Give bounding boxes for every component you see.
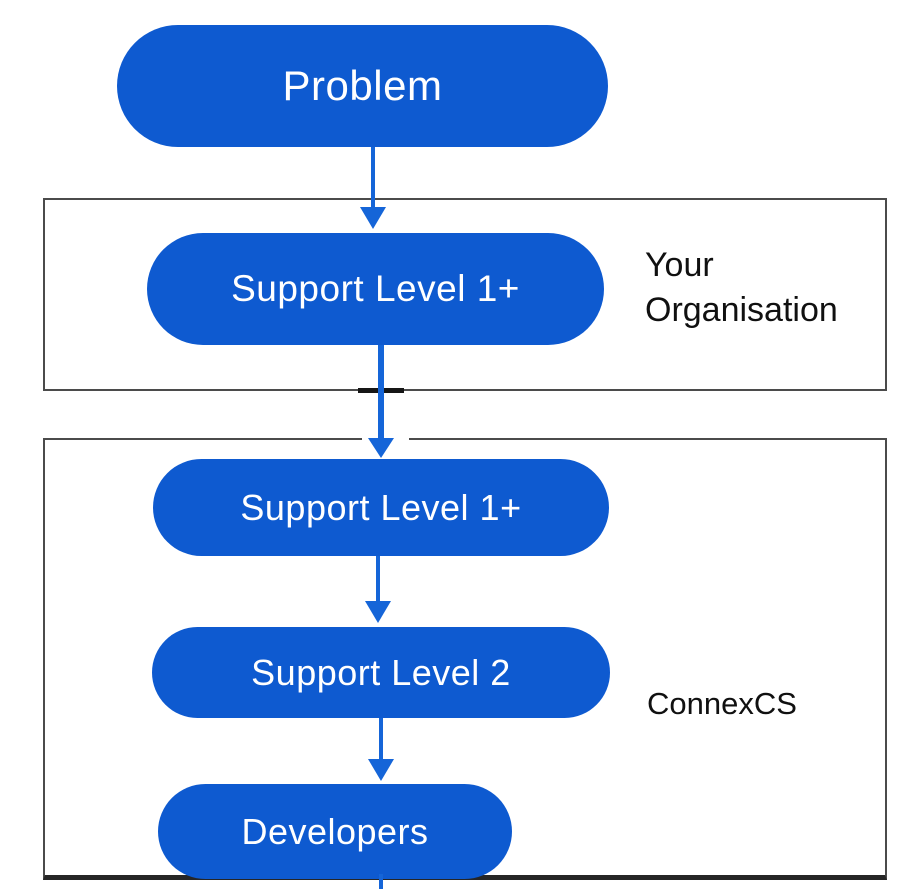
node-connexcs-support-level-1: Support Level 1+ — [153, 459, 609, 556]
arrow-head-icon — [365, 601, 391, 623]
developers-tail-line — [379, 874, 383, 889]
your-organisation-box — [43, 198, 887, 391]
arrow-shaft — [379, 718, 383, 759]
your-organisation-label: Your Organisation — [645, 243, 838, 333]
arrow-head-icon — [360, 207, 386, 229]
arrow-shaft — [371, 147, 375, 207]
node-developers: Developers — [158, 784, 512, 879]
your-organisation-label-line2: Organisation — [645, 291, 838, 329]
node-connexcs-support-level-2: Support Level 2 — [152, 627, 610, 718]
arrow-shaft — [376, 556, 380, 601]
arrow-org-to-connexcs-icon — [368, 345, 394, 458]
connexcs-label: ConnexCS — [647, 686, 797, 721]
arrow-head-icon — [368, 438, 394, 458]
arrow-problem-to-org-support-icon — [360, 147, 386, 229]
arrow-shaft — [378, 345, 384, 438]
node-org-support-level-1: Support Level 1+ — [147, 233, 604, 345]
arrow-sl2-to-developers-icon — [368, 718, 394, 781]
arrow-head-icon — [368, 759, 394, 781]
arrow-sl1-to-sl2-icon — [365, 556, 391, 623]
node-problem: Problem — [117, 25, 608, 147]
your-organisation-label-line1: Your — [645, 246, 714, 284]
